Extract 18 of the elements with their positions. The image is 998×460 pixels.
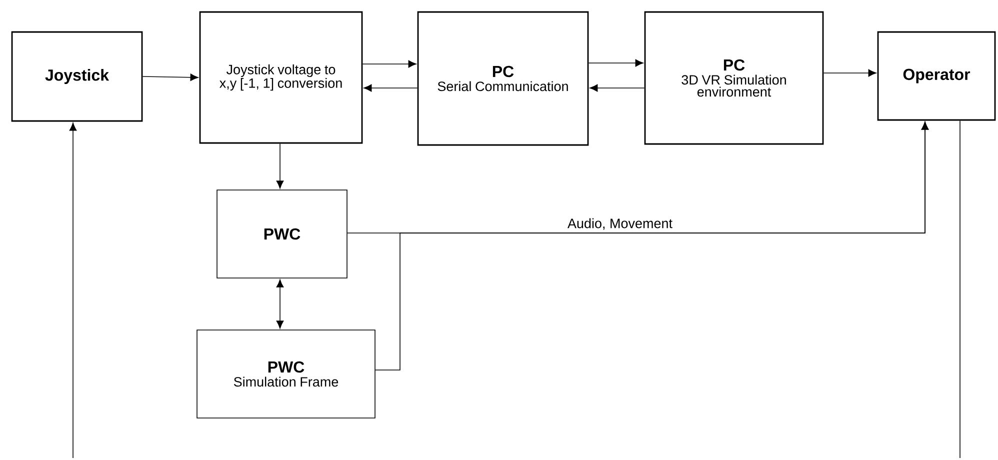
process-box: PWC — [216, 190, 348, 278]
arrow — [823, 69, 876, 77]
process-box: PWC Simulation Frame — [196, 330, 376, 418]
process-box: Joystick — [11, 31, 143, 122]
arrow — [276, 279, 284, 329]
edge-label: Audio, Movement — [566, 217, 674, 231]
arrow — [588, 59, 644, 67]
process-box: PC 3D VR Simulation environment — [644, 11, 824, 145]
arrow — [276, 143, 284, 189]
arrow — [69, 122, 77, 458]
arrow — [362, 60, 416, 68]
process-box: Joystick voltage to x,y [-1, 1] conversion — [199, 11, 363, 144]
arrow — [590, 84, 645, 92]
arrow — [142, 74, 198, 81]
arrow — [375, 122, 929, 370]
process-box: Operator — [877, 31, 996, 121]
process-box: PC Serial Communication — [417, 11, 589, 146]
arrow — [364, 84, 418, 92]
